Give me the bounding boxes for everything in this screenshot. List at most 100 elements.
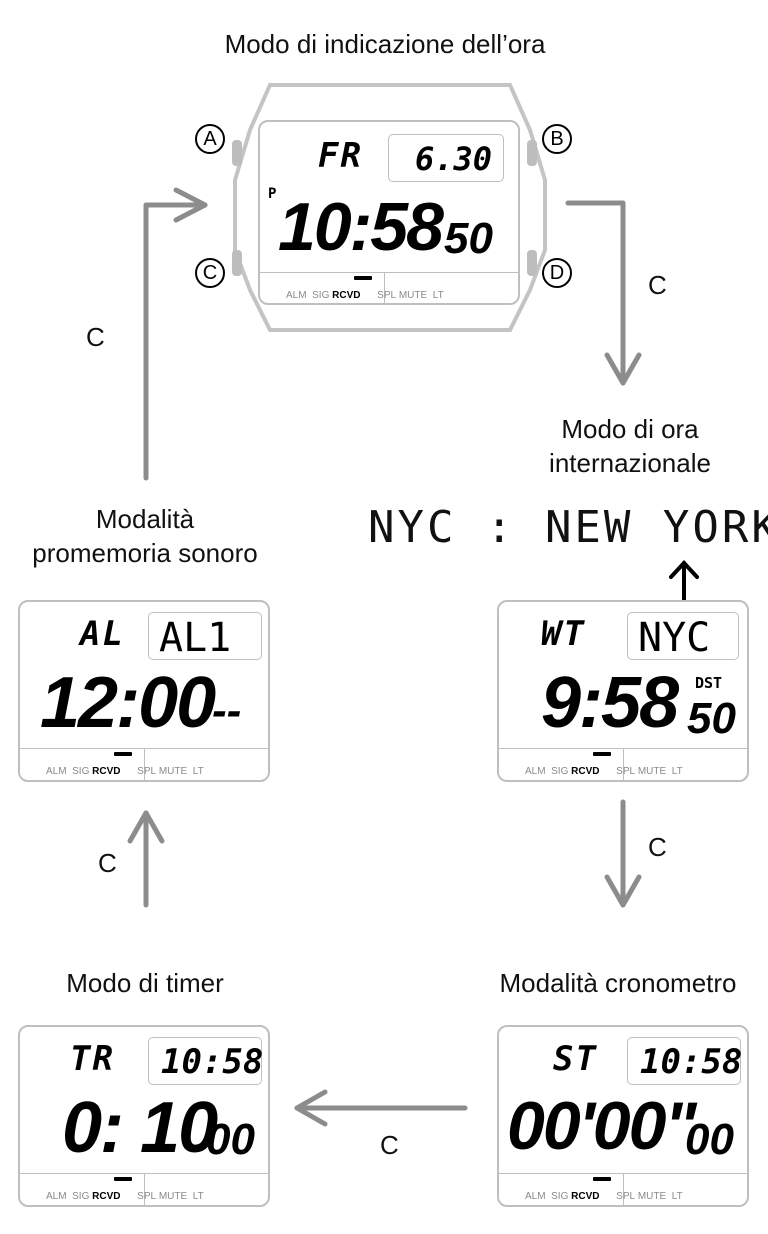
status-lt: LT [671, 1191, 683, 1202]
time-seconds: 50 [687, 694, 736, 743]
status-alm: ALM [286, 290, 307, 301]
status-separator [623, 1173, 624, 1205]
button-a-label: A [195, 124, 225, 154]
current-time: 10:58 [161, 1042, 264, 1082]
time-seconds: 50 [444, 214, 493, 263]
stopwatch-hundredths: 00 [685, 1115, 734, 1164]
button-c-label: C [195, 258, 225, 288]
stopwatch-value: 00'00" [507, 1088, 697, 1164]
status-rcvd: RCVD [92, 1191, 121, 1202]
status-labels: ALM SIG RCVD SPL MUTE LT [46, 1191, 204, 1202]
city-code: NYC [638, 615, 711, 661]
status-spl: SPL [137, 1191, 157, 1202]
status-sig: SIG [312, 290, 330, 301]
display-divider [260, 272, 518, 273]
status-alm: ALM [46, 1191, 67, 1202]
alarm-number: AL1 [159, 615, 232, 661]
rcvd-pointer [593, 1177, 611, 1181]
status-separator [144, 1173, 145, 1205]
city-box: NYC [627, 612, 739, 661]
status-alm: ALM [46, 766, 67, 777]
current-time-box: 10:58 [627, 1037, 743, 1085]
status-spl: SPL [616, 766, 636, 777]
arrowhead-world-in [604, 352, 642, 386]
status-labels: ALM SIG RCVD SPL MUTE LT [525, 1191, 683, 1202]
status-rcvd: RCVD [332, 290, 361, 301]
rcvd-pointer [354, 276, 372, 280]
world-time-city-name: NYC : NEW YORK [368, 502, 768, 553]
status-lt: LT [192, 766, 204, 777]
time-main: 9:58 [541, 663, 679, 743]
title-alarm-mode: Modalità promemoria sonoro [32, 504, 258, 568]
alarm-time: 12:00 [40, 663, 216, 743]
mode-abbr-st: ST [553, 1039, 598, 1079]
mode-abbr-tr: TR [70, 1039, 115, 1079]
pm-indicator: P [268, 186, 277, 202]
status-mute: MUTE [158, 766, 188, 777]
side-button-c [232, 250, 242, 276]
side-button-b [527, 140, 537, 166]
arrow-alarm-to-timekeeping [143, 202, 208, 481]
title-timer-mode: Modo di timer [66, 968, 224, 998]
button-b-label: B [542, 124, 572, 154]
status-lt: LT [192, 1191, 204, 1202]
status-lt: LT [671, 766, 683, 777]
status-spl: SPL [377, 290, 397, 301]
display-stopwatch: ST 10:58 00'00" 00 ALM SIG RCVD SPL MUTE… [497, 1025, 749, 1207]
side-button-d [527, 250, 537, 276]
arrow-timekeeping-to-world [565, 200, 626, 386]
date-box: 6.30 [388, 134, 504, 182]
status-rcvd: RCVD [571, 1191, 600, 1202]
status-sig: SIG [72, 766, 90, 777]
status-spl: SPL [137, 766, 157, 777]
arrowhead-alarm-in [127, 810, 165, 844]
status-mute: MUTE [158, 1191, 188, 1202]
transition-label-c-right-top: C [648, 270, 667, 300]
status-sig: SIG [551, 1191, 569, 1202]
time-main: 10:58 [278, 189, 444, 265]
status-labels: ALM SIG RCVD SPL MUTE LT [46, 766, 204, 777]
title-timekeeping-mode: Modo di indicazione dell’ora [224, 29, 546, 59]
status-separator [144, 748, 145, 780]
status-mute: MUTE [637, 766, 667, 777]
rcvd-pointer [593, 752, 611, 756]
rcvd-pointer [114, 1177, 132, 1181]
transition-label-c-left-bottom: C [98, 848, 117, 878]
status-separator [623, 748, 624, 780]
alarm-seconds: -- [212, 686, 242, 735]
timer-seconds: 00 [206, 1115, 255, 1164]
arrowhead-timekeeping-in [173, 187, 208, 223]
status-rcvd: RCVD [571, 766, 600, 777]
status-rcvd: RCVD [92, 766, 121, 777]
status-alm: ALM [525, 766, 546, 777]
status-lt: LT [432, 290, 444, 301]
status-sig: SIG [72, 1191, 90, 1202]
rcvd-pointer [114, 752, 132, 756]
title-world-time-mode: Modo di ora internazionale [549, 414, 711, 478]
display-timer: TR 10:58 0: 10 00 ALM SIG RCVD SPL MUTE … [18, 1025, 270, 1207]
watch-case-outline [233, 83, 547, 332]
side-button-a [232, 140, 242, 166]
status-mute: MUTE [637, 1191, 667, 1202]
mode-abbr-wt: WT [541, 614, 586, 654]
timer-value: 0: 10 [62, 1088, 218, 1168]
display-alarm: AL AL1 12:00 -- ALM SIG RCVD SPL MUTE LT [18, 600, 270, 782]
title-stopwatch-mode: Modalità cronometro [499, 968, 737, 998]
alarm-number-box: AL1 [148, 612, 262, 661]
status-separator [384, 272, 385, 303]
transition-label-c-bottom: C [380, 1130, 399, 1160]
arrowhead-city-indicator [669, 560, 699, 579]
arrowhead-stopwatch-in [604, 874, 642, 908]
status-spl: SPL [616, 1191, 636, 1202]
button-d-label: D [542, 258, 572, 288]
current-time-box: 10:58 [148, 1037, 264, 1085]
transition-label-c-left: C [86, 322, 105, 352]
current-time: 10:58 [640, 1042, 743, 1082]
status-labels: ALM SIG RCVD SPL MUTE LT [286, 290, 444, 301]
display-world-time: WT NYC DST 9:58 50 ALM SIG RCVD SPL MUTE… [497, 600, 749, 782]
status-sig: SIG [551, 766, 569, 777]
date-text: 6.30 [415, 140, 493, 178]
mode-abbr-al: AL [80, 614, 125, 654]
arrowhead-timer-in [294, 1089, 328, 1127]
